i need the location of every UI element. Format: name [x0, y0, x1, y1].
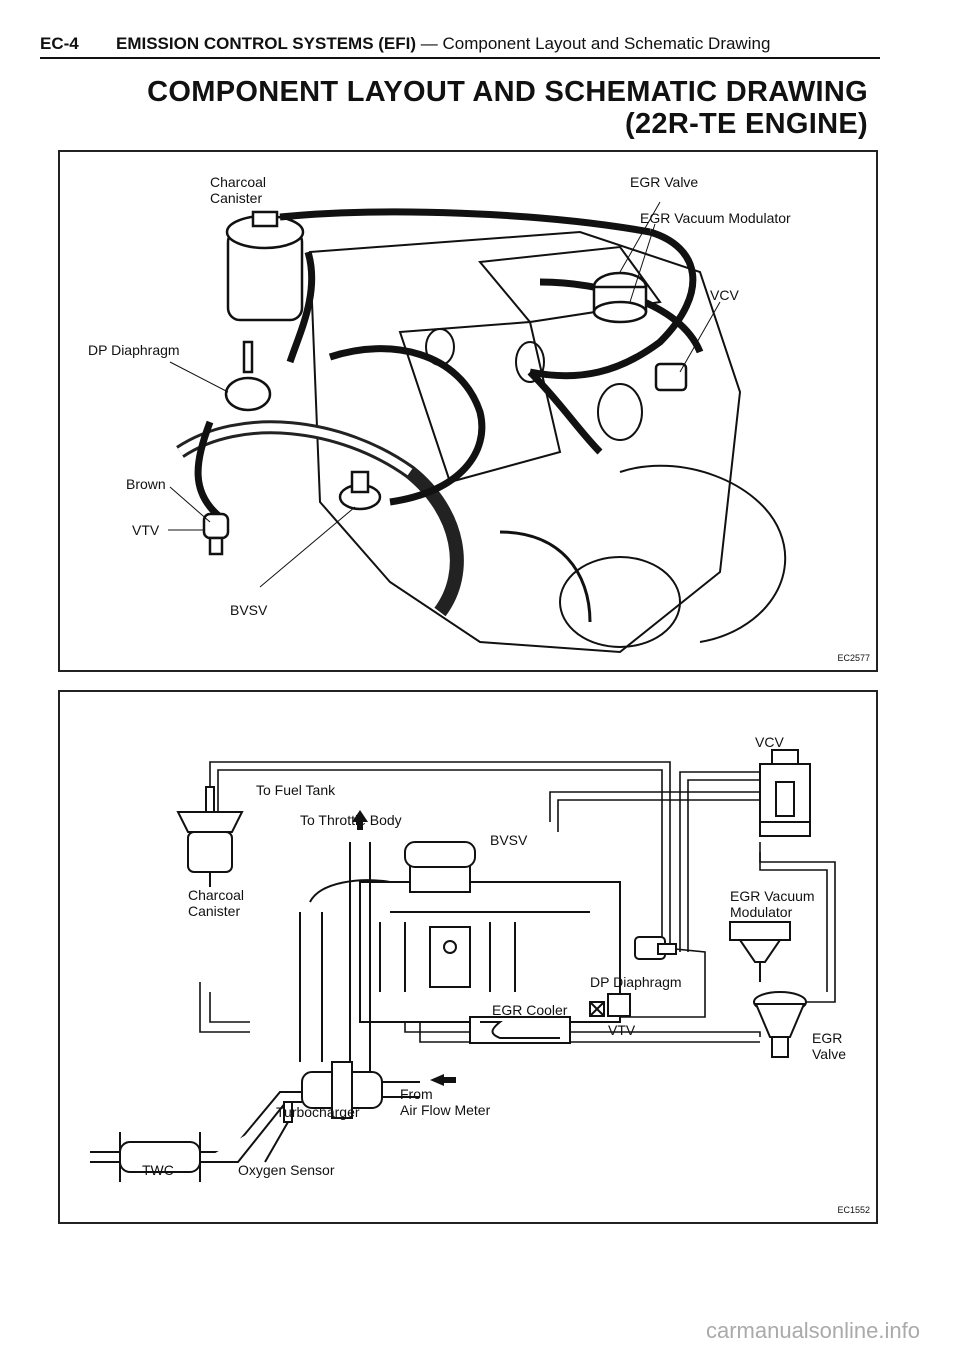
component-layout-panel: Charcoal Canister EGR Valve EGR Vacuum M… [58, 150, 878, 672]
egr-valve-body [597, 383, 643, 441]
sch-label-vcv: VCV [755, 734, 784, 750]
exhaust-pipe [619, 464, 787, 643]
label-vcv: VCV [710, 287, 739, 303]
sch-label-to-fuel-tank: To Fuel Tank [256, 782, 336, 798]
egr-modulator-shape [592, 271, 648, 324]
label-dp-diaphragm: DP Diaphragm [88, 342, 180, 358]
sch-label-twc: TWC [142, 1162, 174, 1178]
schematic-egr-modulator [729, 921, 791, 982]
sch-label-egr-vacuum-modulator: EGR Vacuum Modulator [730, 888, 815, 920]
schematic-oxygen-sensor [264, 1101, 293, 1163]
subsection-name: — Component Layout and Schematic Drawing [416, 34, 771, 53]
schematic-exhaust [90, 1091, 302, 1182]
intake-manifold [398, 320, 562, 484]
sch-label-to-throttle-body: To Throttle Body [300, 812, 402, 828]
figure-code-1: EC2577 [837, 653, 870, 663]
schematic-vcv [759, 749, 811, 837]
leader-lines [168, 201, 721, 588]
dp-diaphragm-shape [224, 340, 272, 412]
schematic-egr-cooler [469, 1016, 571, 1044]
bvsv-shape [338, 470, 382, 511]
label-egr-vacuum-modulator: EGR Vacuum Modulator [640, 210, 791, 226]
sch-label-egr-valve: EGR Valve [812, 1030, 846, 1062]
schematic-panel: VCV To Fuel Tank To Throttle Body BVSV C… [58, 690, 878, 1224]
sch-label-dp-diaphragm: DP Diaphragm [590, 974, 682, 990]
schematic-turbo [301, 1061, 420, 1119]
label-egr-valve: EGR Valve [630, 174, 699, 190]
page-code: EC-4 [40, 34, 79, 53]
sch-label-from-air-flow-meter: From Air Flow Meter [400, 1086, 491, 1118]
schematic-dp-diaphragm [634, 936, 677, 960]
schematic-engine [359, 841, 621, 1023]
schematic-vtv [589, 993, 631, 1017]
vcv-shape [654, 362, 688, 392]
sch-label-turbocharger: Turbocharger [276, 1104, 360, 1120]
section-name: EMISSION CONTROL SYSTEMS (EFI) [116, 34, 417, 53]
engine-block-outline [308, 230, 742, 654]
figure-code-2: EC1552 [837, 1205, 870, 1215]
schematic-canister [176, 786, 244, 887]
port-1 [515, 341, 545, 383]
sch-label-oxygen-sensor: Oxygen Sensor [238, 1162, 335, 1178]
label-charcoal-canister: Charcoal Canister [210, 174, 267, 206]
vtv-shape [202, 512, 230, 556]
label-bvsv: BVSV [230, 602, 268, 618]
sch-label-egr-cooler: EGR Cooler [492, 1002, 568, 1018]
schematic-arrows [352, 810, 456, 1086]
engine-illustration [168, 201, 787, 654]
sch-label-bvsv: BVSV [490, 832, 528, 848]
charcoal-canister-shape [225, 210, 305, 322]
label-brown: Brown [126, 476, 166, 492]
watermark: carmanualsonline.info [705, 1318, 920, 1343]
schematic-intake [299, 842, 391, 1082]
title-line-2: (22R-TE ENGINE) [625, 108, 868, 140]
intake-plenum [478, 245, 662, 324]
turbo-scroll [559, 556, 681, 648]
page-title: COMPONENT LAYOUT AND SCHEMATIC DRAWING (… [147, 76, 868, 140]
title-line-1: COMPONENT LAYOUT AND SCHEMATIC DRAWING [147, 76, 868, 108]
section-title: EMISSION CONTROL SYSTEMS (EFI) — Compone… [116, 34, 770, 54]
page-header: EC-4 EMISSION CONTROL SYSTEMS (EFI) — Co… [40, 30, 880, 60]
schematic-egr-valve [753, 991, 807, 1058]
sch-label-charcoal-canister: Charcoal Canister [188, 887, 245, 919]
sch-label-vtv: VTV [608, 1022, 636, 1038]
label-vtv: VTV [132, 522, 160, 538]
turbo-housing [499, 530, 592, 623]
header-rule [40, 57, 880, 59]
schematic-drawing [90, 749, 836, 1182]
